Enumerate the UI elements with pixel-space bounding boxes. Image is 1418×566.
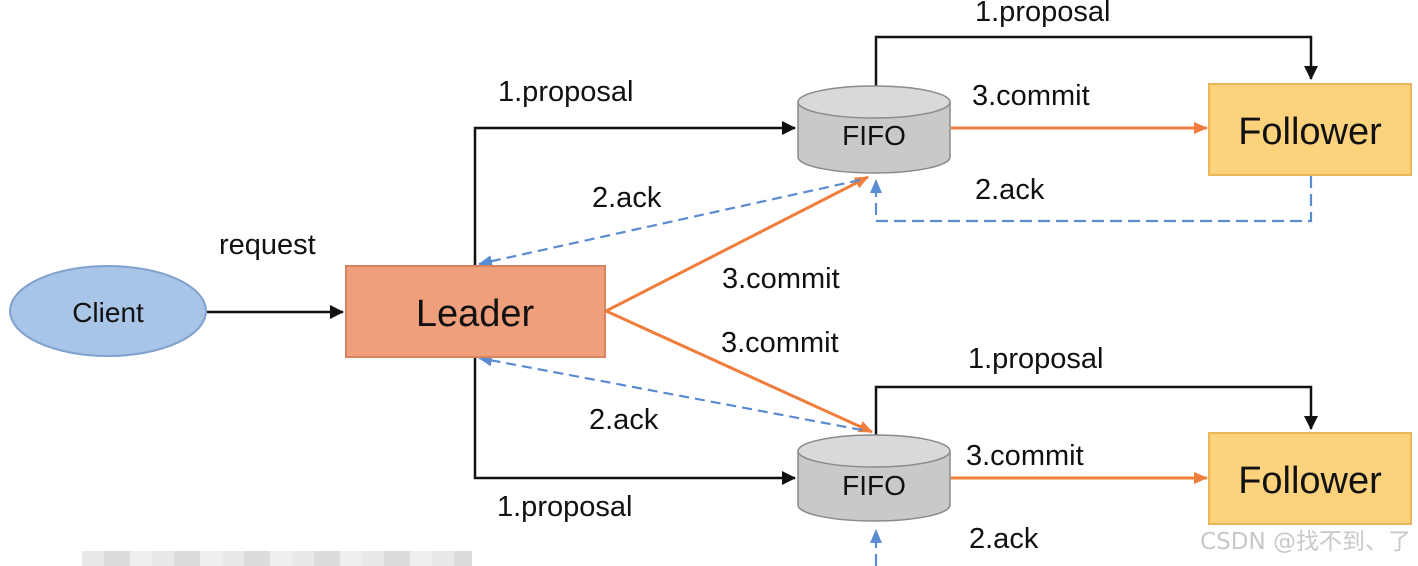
commit-label-leader-top: 3.commit bbox=[722, 263, 840, 295]
proposal-arrow-top-fifo-follower bbox=[874, 35, 1318, 87]
leader-label: Leader bbox=[416, 293, 535, 335]
follower-bottom-node: Follower bbox=[1208, 432, 1412, 525]
ack-arrow-top-follower-fifo bbox=[870, 176, 1313, 223]
proposal-label-leader-top: 1.proposal bbox=[498, 76, 633, 108]
fifo-top-label: FIFO bbox=[842, 120, 906, 151]
fifo-top-node: FIFO bbox=[797, 85, 951, 174]
csdn-watermark: CSDN @找不到、了 bbox=[1200, 529, 1411, 555]
request-label: request bbox=[219, 229, 316, 261]
proposal-label-bottom-fifo-follower: 1.proposal bbox=[968, 343, 1103, 375]
commit-label-bottom-fifo-follower: 3.commit bbox=[966, 440, 1084, 472]
fifo-bottom-label: FIFO bbox=[842, 470, 906, 501]
fifo-bottom-node: FIFO bbox=[797, 434, 951, 522]
client-node: Client bbox=[9, 265, 207, 357]
commit-label-top-fifo-follower: 3.commit bbox=[972, 80, 1090, 112]
follower-bottom-label: Follower bbox=[1238, 460, 1382, 502]
commit-arrow-leader-top-fifo bbox=[605, 175, 869, 313]
ack-label-bottom-follower-fifo: 2.ack bbox=[969, 523, 1039, 555]
commit-arrow-leader-bottom-fifo bbox=[605, 309, 873, 434]
follower-top-label: Follower bbox=[1238, 111, 1382, 153]
client-label: Client bbox=[72, 297, 144, 328]
proposal-arrow-leader-top-fifo bbox=[473, 121, 796, 266]
ack-label-top-follower-fifo: 2.ack bbox=[975, 174, 1045, 206]
commit-label-leader-bottom: 3.commit bbox=[721, 327, 839, 359]
proposal-label-leader-bottom: 1.proposal bbox=[497, 491, 632, 523]
proposal-label-top-fifo-follower: 1.proposal bbox=[975, 0, 1110, 28]
proposal-arrow-leader-bottom-fifo bbox=[473, 357, 796, 485]
ack-label-leader-bottom: 2.ack bbox=[589, 404, 659, 436]
follower-top-node: Follower bbox=[1208, 83, 1412, 176]
ack-arrow-top-fifo-leader bbox=[478, 178, 861, 268]
ack-label-leader-top: 2.ack bbox=[592, 182, 662, 214]
leader-node: Leader bbox=[345, 265, 606, 358]
blurred-strip bbox=[82, 551, 472, 566]
ack-arrow-bottom-fifo-leader bbox=[478, 354, 863, 432]
proposal-arrow-bottom-fifo-follower bbox=[874, 385, 1318, 437]
